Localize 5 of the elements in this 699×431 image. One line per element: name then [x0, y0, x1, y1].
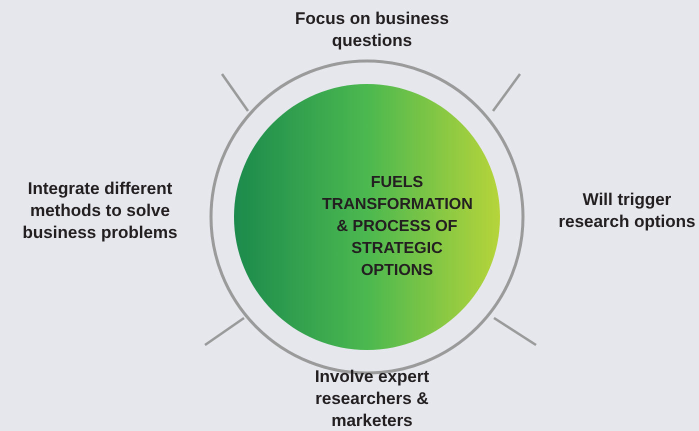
caption-text: Will trigger research options: [558, 189, 696, 233]
center-text: FUELS TRANSFORMATION & PROCESS OF STRATEGIC OPTIONS: [322, 173, 472, 281]
caption-text: Focus on business questions: [294, 8, 450, 52]
caption-text: Involve expert researchers & marketers: [314, 366, 430, 431]
caption-text: Integrate different methods to solve business problems: [22, 178, 178, 244]
